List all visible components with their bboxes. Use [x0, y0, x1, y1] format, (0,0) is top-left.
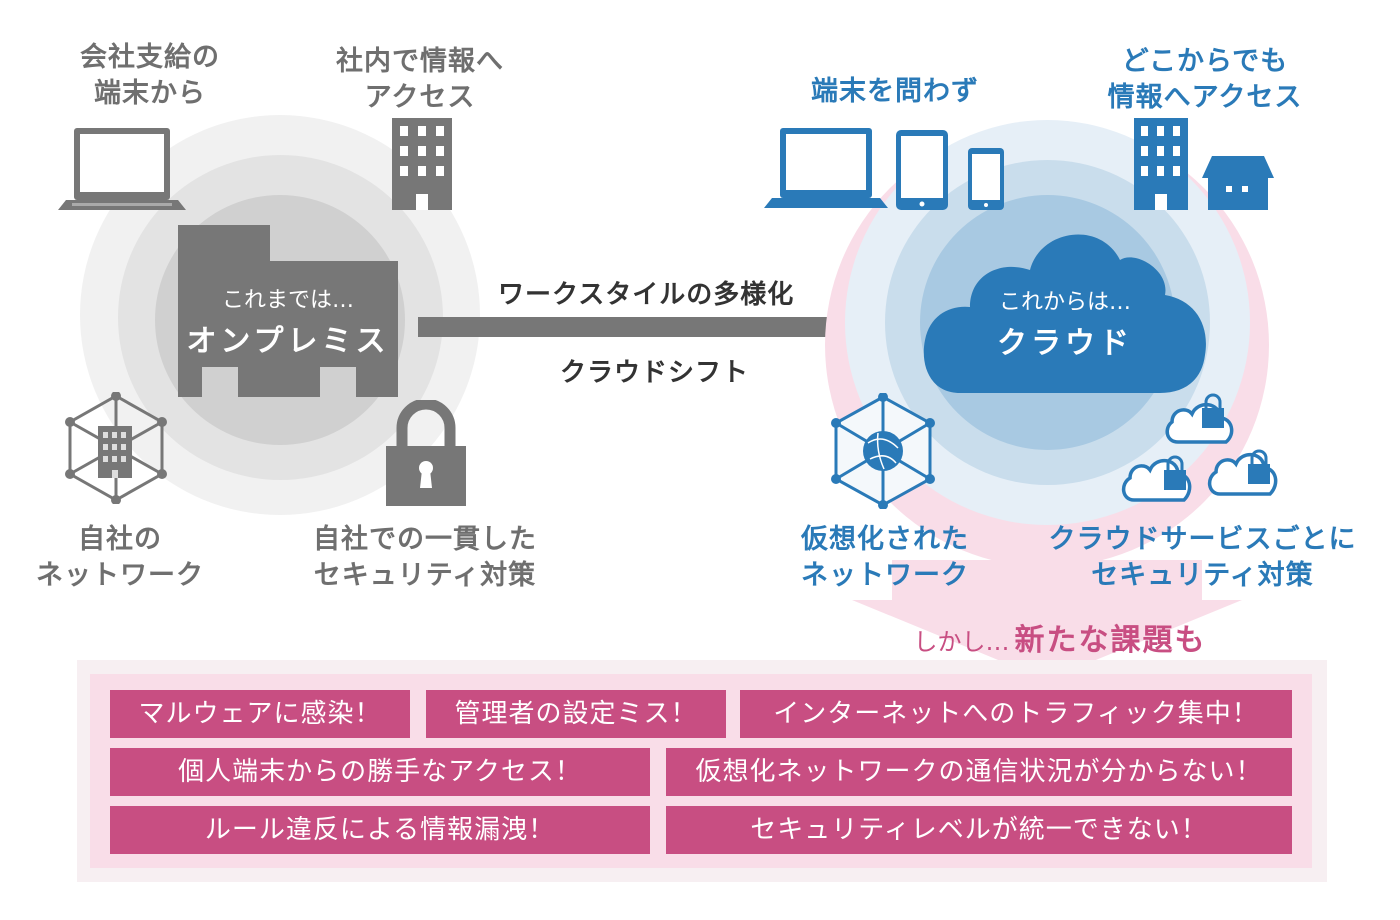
- padlock-icon: [386, 400, 466, 506]
- issue-item: インターネットへのトラフィック集中！: [740, 690, 1292, 738]
- office-building-icon: [392, 118, 452, 210]
- house-icon: [1202, 156, 1274, 210]
- challenge-title: 新たな課題も: [1014, 623, 1207, 658]
- virtual-network-icon: [831, 393, 935, 509]
- office-building-icon: [1134, 118, 1188, 210]
- issue-item: セキュリティレベルが統一できない！: [666, 806, 1292, 854]
- issue-item: 管理者の設定ミス！: [426, 690, 726, 738]
- laptop-icon: [58, 128, 186, 210]
- cloud-security-label: クラウドサービスごとに セキュリティ対策: [1048, 524, 1357, 591]
- challenge-prefix: しかし…: [913, 628, 1010, 656]
- cloud-lock-icon: [1121, 393, 1278, 502]
- issue-item: 個人端末からの勝手なアクセス！: [110, 748, 650, 796]
- onprem-access-label: 社内で情報へ アクセス: [336, 46, 504, 113]
- cloud-device-label: 端末を問わず: [811, 76, 979, 107]
- laptop-icon: [764, 128, 888, 208]
- cloud-access-label: どこからでも 情報へアクセス: [1107, 46, 1303, 113]
- network-building-icon: [65, 392, 167, 504]
- onprem-center-title: オンプレミス: [186, 324, 390, 359]
- onprem-center-line1: これまでは…: [221, 288, 354, 313]
- issue-item: マルウェアに感染！: [110, 690, 410, 738]
- onprem-security-label: 自社での一貫した セキュリティ対策: [313, 524, 537, 591]
- cloud-network-label: 仮想化された ネットワーク: [801, 524, 969, 591]
- onprem-network-label: 自社の ネットワーク: [36, 524, 204, 591]
- challenge-heading: しかし… 新たな課題も: [880, 615, 1240, 659]
- cloud-icon: [923, 234, 1206, 393]
- smartphone-icon: [968, 148, 1004, 210]
- cloud-center-title: クラウド: [997, 326, 1133, 361]
- arrow-top-text: ワークスタイルの多様化: [498, 280, 795, 310]
- onprem-device-label: 会社支給の 端末から: [80, 42, 220, 109]
- issue-item: 仮想化ネットワークの通信状況が分からない！: [666, 748, 1292, 796]
- factory-building-icon: [178, 225, 398, 397]
- issue-item: ルール違反による情報漏洩！: [110, 806, 650, 854]
- cloud-center-line1: これからは…: [998, 290, 1131, 315]
- tablet-icon: [896, 130, 948, 210]
- arrow-bottom-text: クラウドシフト: [560, 358, 750, 388]
